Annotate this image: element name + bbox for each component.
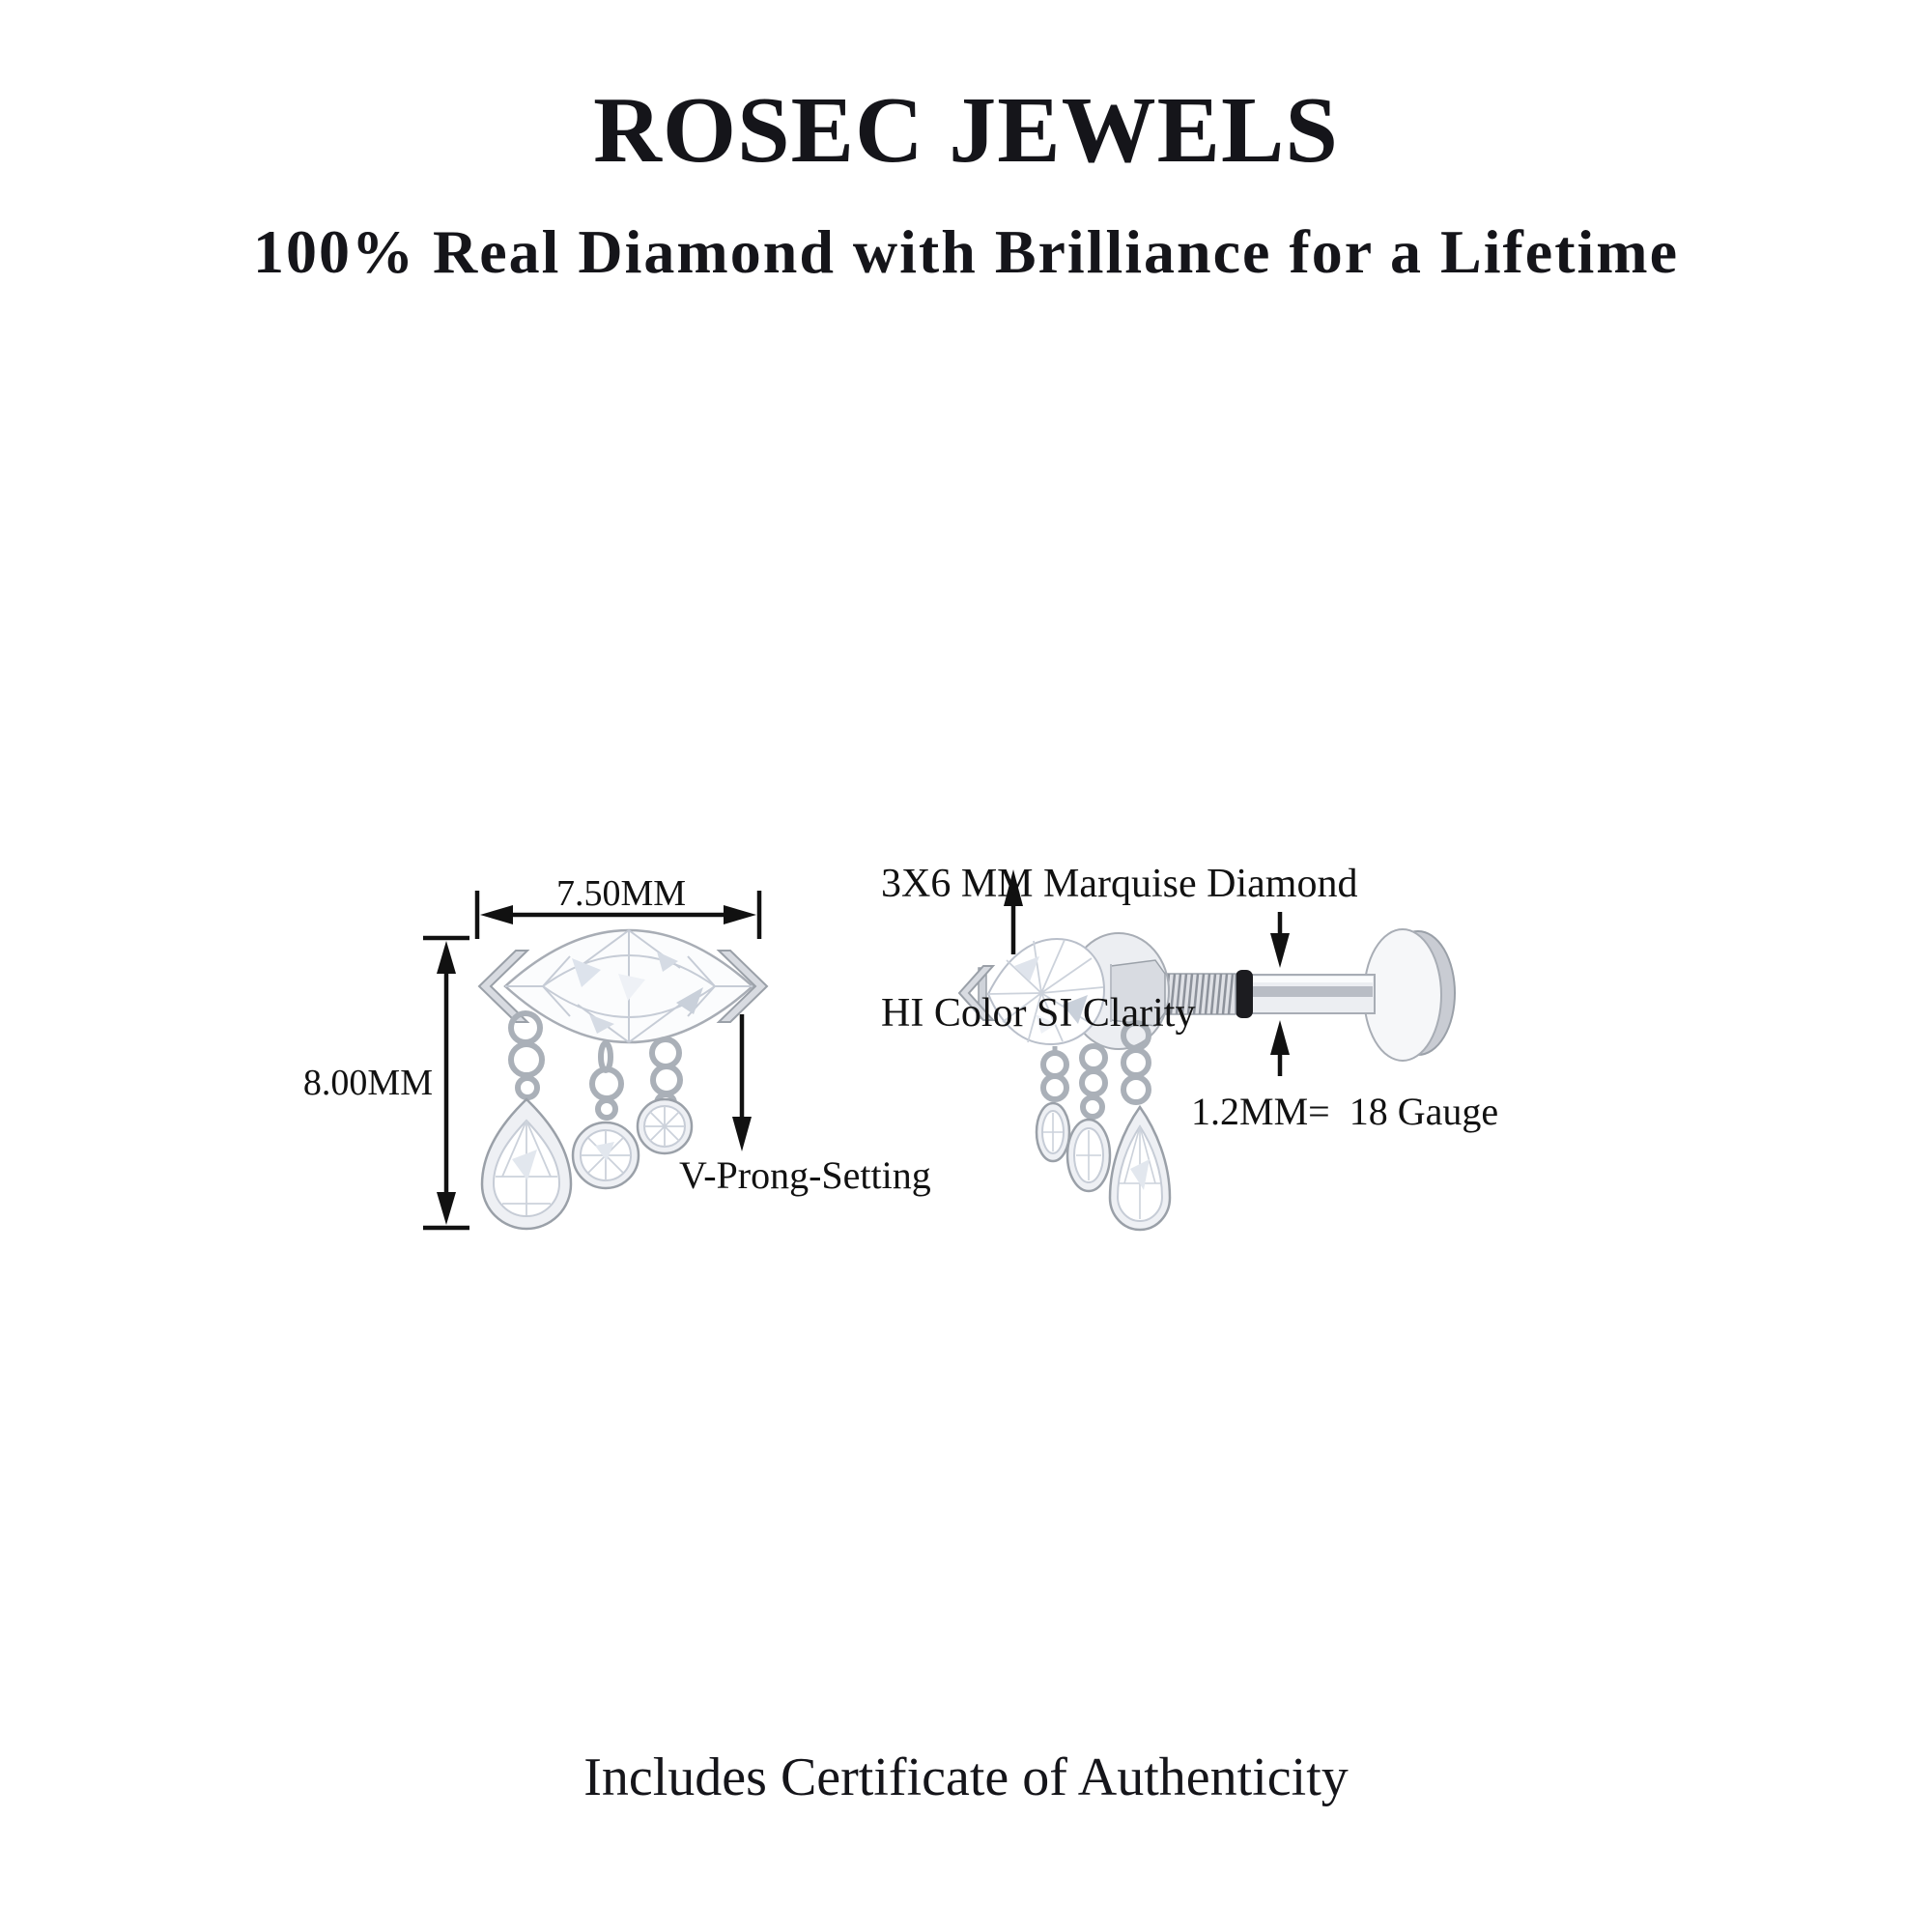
round-drop-small: [636, 1097, 694, 1155]
v-prong-pointer-arrow: [732, 1014, 752, 1151]
width-dimension-arrow: [474, 891, 762, 939]
right-v-prong-icon: [716, 950, 769, 1023]
o-ring: [1236, 970, 1253, 1018]
side-round-drop-small: [1035, 1101, 1071, 1163]
gauge-bottom-arrow: [1270, 1020, 1290, 1076]
side-diamond: [986, 937, 1106, 1046]
facet-lines: [505, 929, 753, 1043]
width-dimension-label: 7.50MM: [555, 873, 687, 914]
stone-pointer-arrow: [1004, 869, 1023, 954]
marquise-diamond: [503, 928, 754, 1044]
stone-spec-line2: HI Color SI Clarity: [881, 990, 1196, 1036]
stone-spec-line1: 3X6 MM Marquise Diamond: [881, 862, 1358, 907]
facet-sparkles: [572, 952, 703, 1034]
gauge-top-arrow: [1270, 912, 1290, 968]
brand-title: ROSEC JEWELS: [593, 78, 1339, 183]
stone-spec-label: 3X6 MM Marquise Diamond HI Color SI Clar…: [881, 777, 1357, 1121]
labret-disc: [1363, 928, 1456, 1062]
side-chains: [1040, 1020, 1151, 1120]
height-dimension-arrow: [423, 935, 469, 1231]
pear-drop: [480, 1097, 573, 1231]
v-prong-setting-label: V-Prong-Setting: [679, 1153, 931, 1197]
earring-side-illustration: [957, 869, 1456, 1232]
gauge-label: 1.2MM= 18 Gauge: [1191, 1090, 1499, 1133]
earring-front-illustration: [423, 891, 769, 1231]
round-drop-medium: [571, 1121, 640, 1190]
height-dimension-label: 8.00MM: [302, 1063, 433, 1103]
side-round-drop-medium: [1065, 1118, 1112, 1193]
labret-post: [1246, 974, 1376, 1014]
side-v-prong-icon: [957, 965, 996, 1021]
facet-lines: [987, 939, 1104, 1043]
brand-tagline: 100% Real Diamond with Brilliance for a …: [253, 217, 1679, 286]
left-v-prong-icon: [477, 950, 530, 1023]
certificate-note: Includes Certificate of Authenticity: [583, 1747, 1349, 1807]
side-pear-drop: [1108, 1104, 1172, 1232]
